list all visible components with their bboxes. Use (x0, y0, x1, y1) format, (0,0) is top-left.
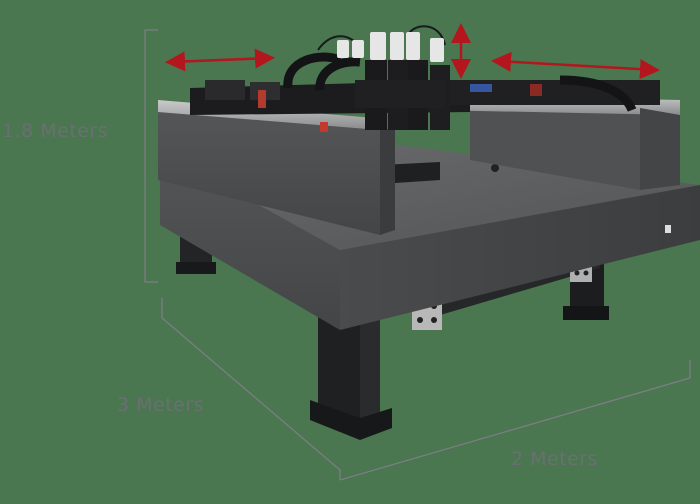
right-horizontal-arrow (491, 51, 660, 80)
height-dimension-line (144, 29, 158, 283)
left-horizontal-arrow (165, 48, 275, 72)
depth-dimension-label: 3 Meters (117, 394, 205, 416)
front-legs (310, 302, 392, 440)
depth-dimension-line (161, 298, 341, 480)
width-dimension-line (339, 360, 691, 481)
motor-caps (337, 32, 444, 62)
motion-arrows (165, 22, 660, 80)
z-axis-stages (355, 60, 450, 130)
width-dimension-label: 2 Meters (511, 448, 599, 470)
cable-chains (283, 52, 637, 112)
height-dimension-label: 1.8 Meters (2, 120, 109, 142)
dimension-lines (144, 29, 691, 481)
